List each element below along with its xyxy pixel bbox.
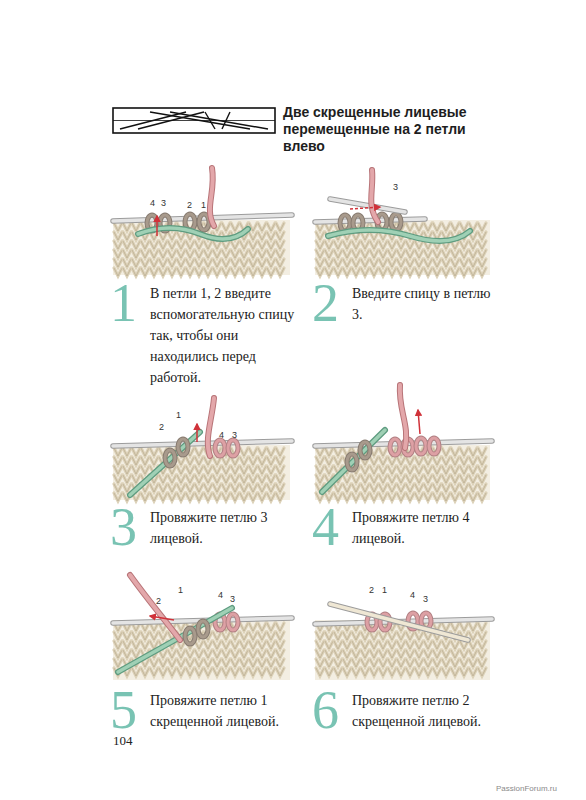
callout-number: 4 (150, 198, 155, 209)
working-yarn (400, 385, 406, 448)
callout-number: 3 (161, 198, 166, 209)
knitting-needle (330, 604, 468, 640)
knit-fabric (113, 620, 290, 680)
cable-needle (130, 432, 200, 495)
step-text: В петли 1, 2 введите вспомогательную спи… (150, 283, 302, 388)
direction-arrow (196, 424, 198, 442)
callout-number: 2 (187, 200, 192, 211)
callout-number: 2 (159, 422, 164, 433)
working-yarn (130, 575, 180, 640)
step-text: Провяжите петлю 3 лицевой. (150, 507, 302, 549)
watermark: PassionForum.ru (496, 784, 557, 794)
cable-needle (138, 228, 248, 239)
callout-number: 1 (201, 200, 206, 211)
knitting-needle (330, 199, 405, 212)
knit-fabric (315, 620, 490, 680)
step-number: 2 (312, 276, 339, 330)
callout-number: 4 (219, 430, 224, 441)
callout-number: 3 (230, 594, 235, 605)
working-yarn (371, 170, 378, 222)
step-number: 1 (110, 276, 137, 330)
stitch-loops (347, 442, 370, 470)
callout-number: 2 (156, 596, 161, 607)
step-text: Введите спицу в петлю 3. (352, 283, 504, 325)
cable-needle (328, 230, 470, 241)
stitch-loops (165, 439, 188, 466)
direction-arrow (150, 616, 174, 620)
step-number: 6 (312, 683, 339, 737)
step-number: 5 (110, 683, 137, 737)
direction-arrow (350, 207, 380, 209)
callout-number: 1 (176, 410, 181, 421)
callout-number: 4 (218, 590, 223, 601)
stitch-loops (390, 438, 439, 455)
knitting-needle (315, 219, 425, 222)
chart-symbol (113, 108, 275, 133)
callout-number: 3 (423, 594, 428, 605)
cable-needle (118, 608, 232, 672)
stitch-loops (215, 440, 238, 456)
cable-needle (322, 430, 385, 492)
callout-number: 1 (178, 585, 183, 596)
step-text: Провяжите петлю 4 лицевой. (352, 507, 504, 549)
stitch-loops (185, 621, 208, 644)
direction-arrow (156, 216, 158, 236)
callout-number: 4 (410, 590, 415, 601)
step-number: 3 (110, 500, 137, 554)
callout-number: 1 (382, 585, 387, 596)
title: Две скрещенные лицевые перемещенные на 2… (283, 104, 488, 155)
step-text: Провяжите петлю 1 скрещенной лицевой. (150, 690, 302, 732)
page-number: 104 (113, 733, 133, 748)
knit-fabric (113, 445, 290, 501)
callout-number: 3 (393, 182, 398, 193)
direction-arrow (418, 410, 420, 434)
working-yarn (208, 398, 214, 456)
knitting-needle (113, 441, 292, 446)
callout-number: 2 (369, 585, 374, 596)
step-number: 4 (312, 500, 339, 554)
working-yarn (210, 168, 214, 226)
step-text: Провяжите петлю 2 скрещенной лицевой. (352, 690, 504, 732)
callout-number: 3 (232, 430, 237, 441)
